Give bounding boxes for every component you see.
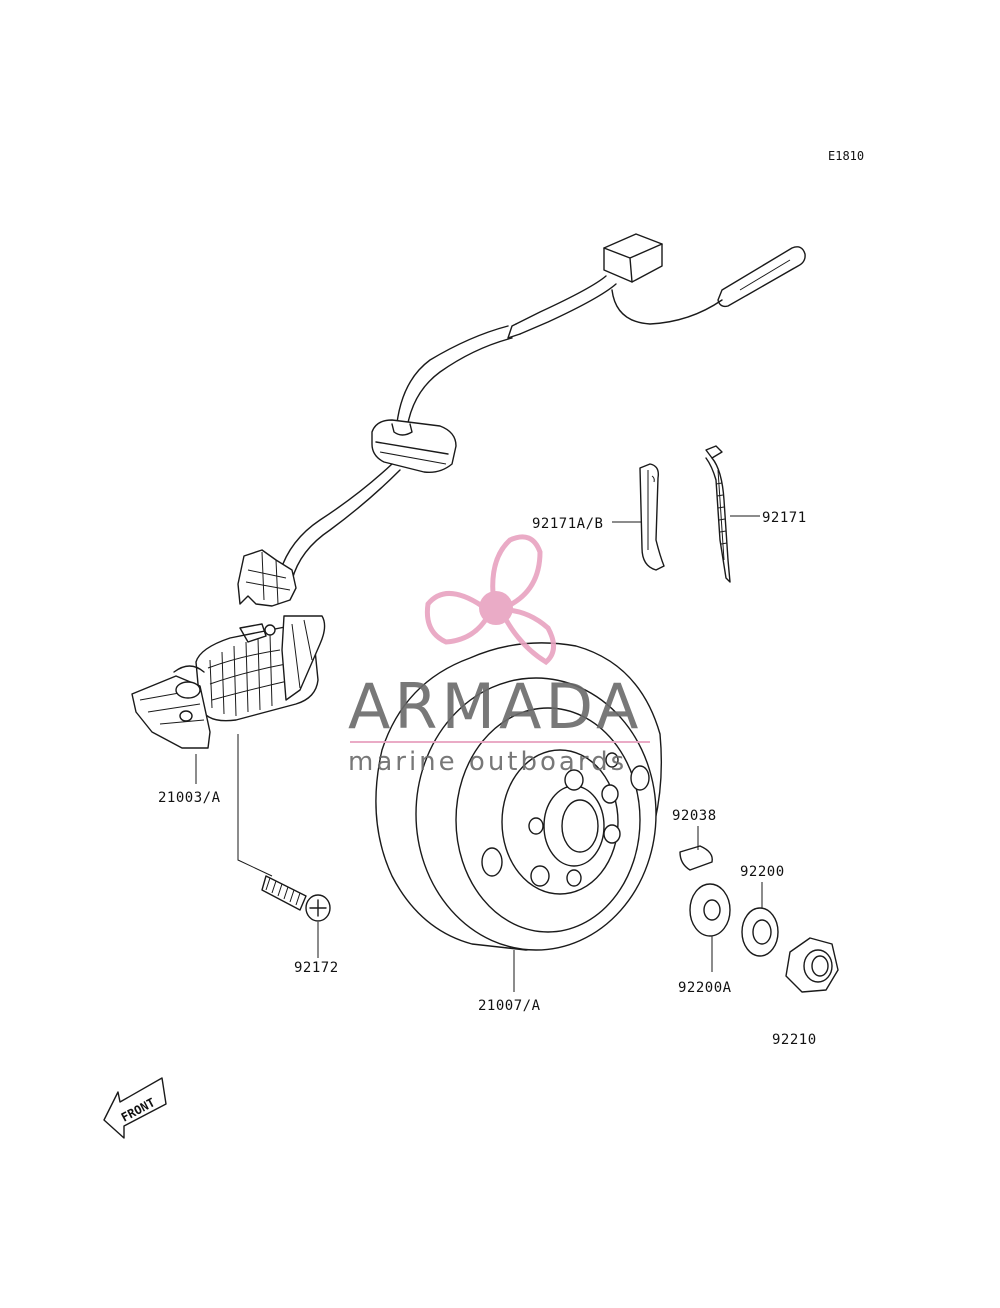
bolt-92172 [261, 875, 331, 922]
label-92171ab: 92171A/B [532, 516, 603, 532]
wire-harness [279, 233, 806, 581]
front-arrow-icon: FRONT [103, 1077, 167, 1139]
flywheel [375, 642, 663, 951]
exciter-coil [131, 549, 326, 749]
washer-92200 [741, 907, 779, 957]
label-92200: 92200 [740, 864, 785, 880]
label-92200a: 92200A [678, 980, 732, 996]
leader-lines [195, 515, 763, 992]
nut-92210 [785, 937, 839, 993]
tie-92171 [705, 445, 731, 583]
clip-92171ab [639, 463, 665, 571]
label-92172: 92172 [294, 960, 339, 976]
brand-tagline: marine outboards [348, 747, 627, 777]
woodruff-key-92038 [679, 845, 713, 871]
diagram-code: E1810 [828, 149, 864, 163]
label-21007a: 21007/A [478, 998, 541, 1014]
armada-watermark: ARMADA marine outboards [348, 534, 650, 777]
label-21003a: 21003/A [158, 790, 221, 806]
label-92171: 92171 [762, 510, 807, 526]
label-92210: 92210 [772, 1032, 817, 1048]
propeller-icon [424, 534, 556, 666]
washer-92200a [689, 883, 731, 937]
label-92038: 92038 [672, 808, 717, 824]
brand-name: ARMADA [348, 670, 642, 743]
